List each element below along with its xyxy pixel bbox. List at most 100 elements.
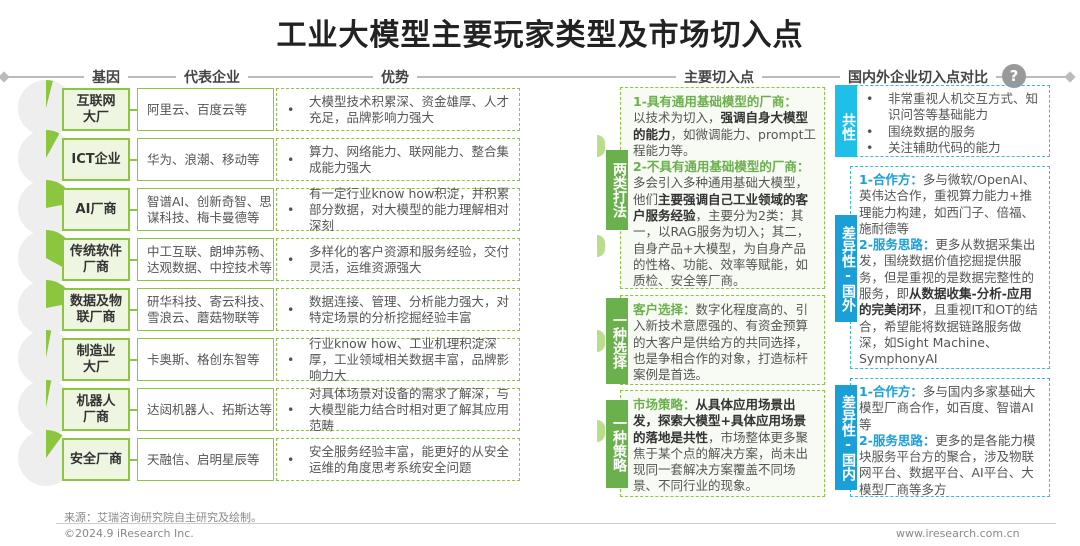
pie-slice: [46, 330, 52, 358]
diamond-icon: [0, 71, 10, 83]
entry-text: ，市场整体更多聚焦于某个点的解决方案，尚未出现同一套解决方案覆盖不同场景、不同行…: [633, 429, 809, 494]
entry-choice-box: 客户选择：数字化程度高的、引入新技术意愿强的、有资金预算的大客户是供给方的共同选…: [620, 295, 825, 385]
compare-heading: 1-合作方：: [859, 172, 923, 187]
advantage-text: 多样化的客户资源和服务经验，交付灵活，运维资源强大: [309, 243, 510, 275]
gene-label: AI厂商: [75, 201, 117, 217]
entry-heading: 客户选择：: [633, 302, 696, 317]
connector-icon: [597, 330, 605, 352]
bullet: •: [287, 451, 295, 467]
connector-line: [130, 159, 137, 161]
advantage-text: 有一定行业know how积淀，并积累部分数据，对大模型的能力理解相对深刻: [309, 185, 510, 233]
gene-label: 机器人厂商: [76, 393, 116, 425]
gene-label: ICT企业: [71, 151, 121, 167]
entry-bold: 从具体应用场景出发，探索大模型+具体应用场景的落地是共性: [633, 397, 806, 445]
advantage-text: 对具体场景对设备的需求了解深，与大模型能力结合时相对更了解其应用范畴: [309, 385, 510, 433]
entry-bold: 强调自身大模型的能力: [633, 110, 809, 142]
compare-heading: 1-合作方：: [859, 384, 923, 399]
bullet: •: [287, 151, 295, 167]
gene-cell: ICT企业: [62, 138, 130, 181]
share-pie: [18, 430, 74, 486]
advantage-cell: • 数据连接、管理、分析能力强大，对特定场景的分析挖掘经验丰富: [276, 288, 520, 331]
bullet: •: [287, 101, 295, 117]
bullet: •: [287, 301, 295, 317]
common-item-text: 非常重视人机交互方式、知识问答等基础能力: [888, 91, 1039, 123]
compare-text: ，且重视IT和OT的结合，希望能将数据链路服务做深，如Sight Machine…: [859, 302, 1038, 367]
label-domestic: 差异性-国内: [835, 385, 857, 490]
header-gene: 基因: [84, 67, 128, 87]
compare-text: 更多的是各能力模块服务平台方的聚合，涉及物联网平台、数据平台、AI平台、大模型厂…: [859, 432, 1036, 497]
advantage-cell: • 安全服务经验丰富，能更好的从安全运维的角度思考系统安全问题: [276, 438, 520, 481]
connector-icon: [597, 135, 605, 157]
connector-line: [130, 309, 137, 311]
advantage-cell: • 对具体场景对设备的需求了解深，与大模型能力结合时相对更了解其应用范畴: [276, 385, 520, 433]
entry-heading: 市场策略：: [633, 397, 696, 412]
bullet: •: [287, 401, 295, 417]
entry-text: ，如微调能力、prompt工程能力等。: [633, 126, 816, 158]
advantage-cell: • 大模型技术积累深、资金雄厚、人才充足，品牌影响力强大: [276, 88, 520, 131]
compare-heading: 2-服务思路：: [859, 237, 936, 253]
advantage-cell: • 多样化的客户资源和服务经验，交付灵活，运维资源强大: [276, 238, 520, 281]
advantage-cell: • 有一定行业know how积淀，并积累部分数据，对大模型的能力理解相对深刻: [276, 185, 520, 233]
connector-line: [130, 209, 137, 211]
compare-heading: 2-服务思路：: [859, 432, 936, 448]
enterprise-cell: 研华科技、寄云科技、雪浪云、蘑菇物联等: [137, 288, 274, 331]
pie-slice: [46, 80, 53, 108]
pie-slice: [46, 130, 60, 158]
connector-line: [130, 259, 137, 261]
common-item: •非常重视人机交互方式、知识问答等基础能力: [866, 91, 1041, 124]
gene-cell: AI厂商: [62, 188, 130, 231]
common-box: •非常重视人机交互方式、知识问答等基础能力•围绕数据的服务•关注辅助代码的能力: [835, 85, 1050, 157]
gene-label: 互联网大厂: [76, 93, 116, 125]
connector-icon: [597, 235, 605, 257]
bullet: •: [287, 351, 295, 367]
enterprise-cell: 达闼机器人、拓斯达等: [137, 388, 274, 431]
entry-text: 以技术为切入，: [633, 110, 721, 126]
advantage-text: 安全服务经验丰富，能更好的从安全运维的角度思考系统安全问题: [309, 443, 510, 475]
gene-label: 制造业大厂: [76, 343, 116, 375]
page-title: 工业大模型主要玩家类型及市场切入点: [276, 18, 804, 53]
header-enterprise: 代表企业: [176, 67, 248, 87]
bullet: •: [287, 201, 295, 217]
gene-cell: 数据及物联厂商: [62, 288, 130, 331]
enterprise-cell: 天融信、启明星辰等: [137, 438, 274, 481]
advantage-text: 行业know how、工业机理积淀深厚，工业领域相关数据丰富，品牌影响力大: [309, 335, 510, 383]
gene-label: 安全厂商: [69, 451, 122, 467]
advantage-text: 大模型技术积累深、资金雄厚、人才充足，品牌影响力强大: [309, 93, 510, 125]
footer-divider: [56, 523, 1056, 524]
entry-two-box: 1-具有通用基础模型的厂商： 以技术为切入，强调自身大模型的能力，如微调能力、p…: [620, 87, 825, 289]
gene-cell: 制造业大厂: [62, 338, 130, 381]
header-advantage: 优势: [373, 67, 417, 87]
entry-text: ，主要分为2类：其一，以RAG服务为切入；其二，自身产品+大模型，为自身产品的性…: [633, 208, 810, 289]
compare-text: 多与国内多家基础大模型厂商合作，如百度、智谱AI等: [859, 384, 1036, 432]
domestic-box: 1-合作方：多与国内多家基础大模型厂商合作，如百度、智谱AI等 2-服务思路：更…: [850, 378, 1050, 497]
connector-icon: [597, 420, 605, 442]
enterprise-cell: 阿里云、百度云等: [137, 88, 274, 131]
gene-cell: 互联网大厂: [62, 88, 130, 131]
label-common: 共性: [835, 85, 857, 157]
advantage-cell: • 算力、网络能力、联网能力、整合集成能力强大: [276, 138, 520, 181]
share-pie: [18, 130, 74, 186]
entry-strategy-box: 市场策略：从具体应用场景出发，探索大模型+具体应用场景的落地是共性，市场整体更多…: [620, 390, 825, 497]
bullet: •: [287, 251, 295, 267]
label-one-choice: 一种选择: [606, 298, 628, 384]
enterprise-cell: 智谱AI、创新奇智、思谋科技、梅卡曼德等: [137, 188, 274, 231]
compare-bold: 从数据收集-分析-应用的完美闭环: [859, 286, 1032, 318]
pie-slice: [46, 430, 63, 458]
gene-cell: 安全厂商: [62, 438, 130, 481]
advantage-text: 数据连接、管理、分析能力强大，对特定场景的分析挖掘经验丰富: [309, 293, 510, 325]
header-divider: [4, 76, 1070, 78]
connector-line: [130, 459, 137, 461]
website-url: www.iresearch.com.cn: [896, 527, 1020, 540]
advantage-cell: • 行业know how、工业机理积淀深厚，工业领域相关数据丰富，品牌影响力大: [276, 335, 520, 383]
advantage-text: 算力、网络能力、联网能力、整合集成能力强大: [309, 143, 510, 175]
header-entry: 主要切入点: [676, 67, 762, 87]
entry-text: 多会引入多种通用基础大模型，他们: [633, 175, 809, 207]
help-icon[interactable]: ?: [1002, 64, 1026, 88]
entry-heading: 2-不具有通用基础模型的厂商：: [633, 159, 810, 175]
entry-text: 数字化程度高的、引入新技术意愿强的、有资金预算的大客户是供给方的共同选择，也是争…: [633, 302, 809, 383]
entry-bold: 主要强调自己工业领域的客户服务经验: [633, 191, 809, 224]
common-item: •关注辅助代码的能力: [866, 139, 1001, 155]
label-overseas: 差异性-国外: [835, 215, 857, 322]
common-item: •围绕数据的服务: [866, 123, 976, 139]
copyright: ©2024.9 iResearch Inc.: [64, 527, 194, 540]
